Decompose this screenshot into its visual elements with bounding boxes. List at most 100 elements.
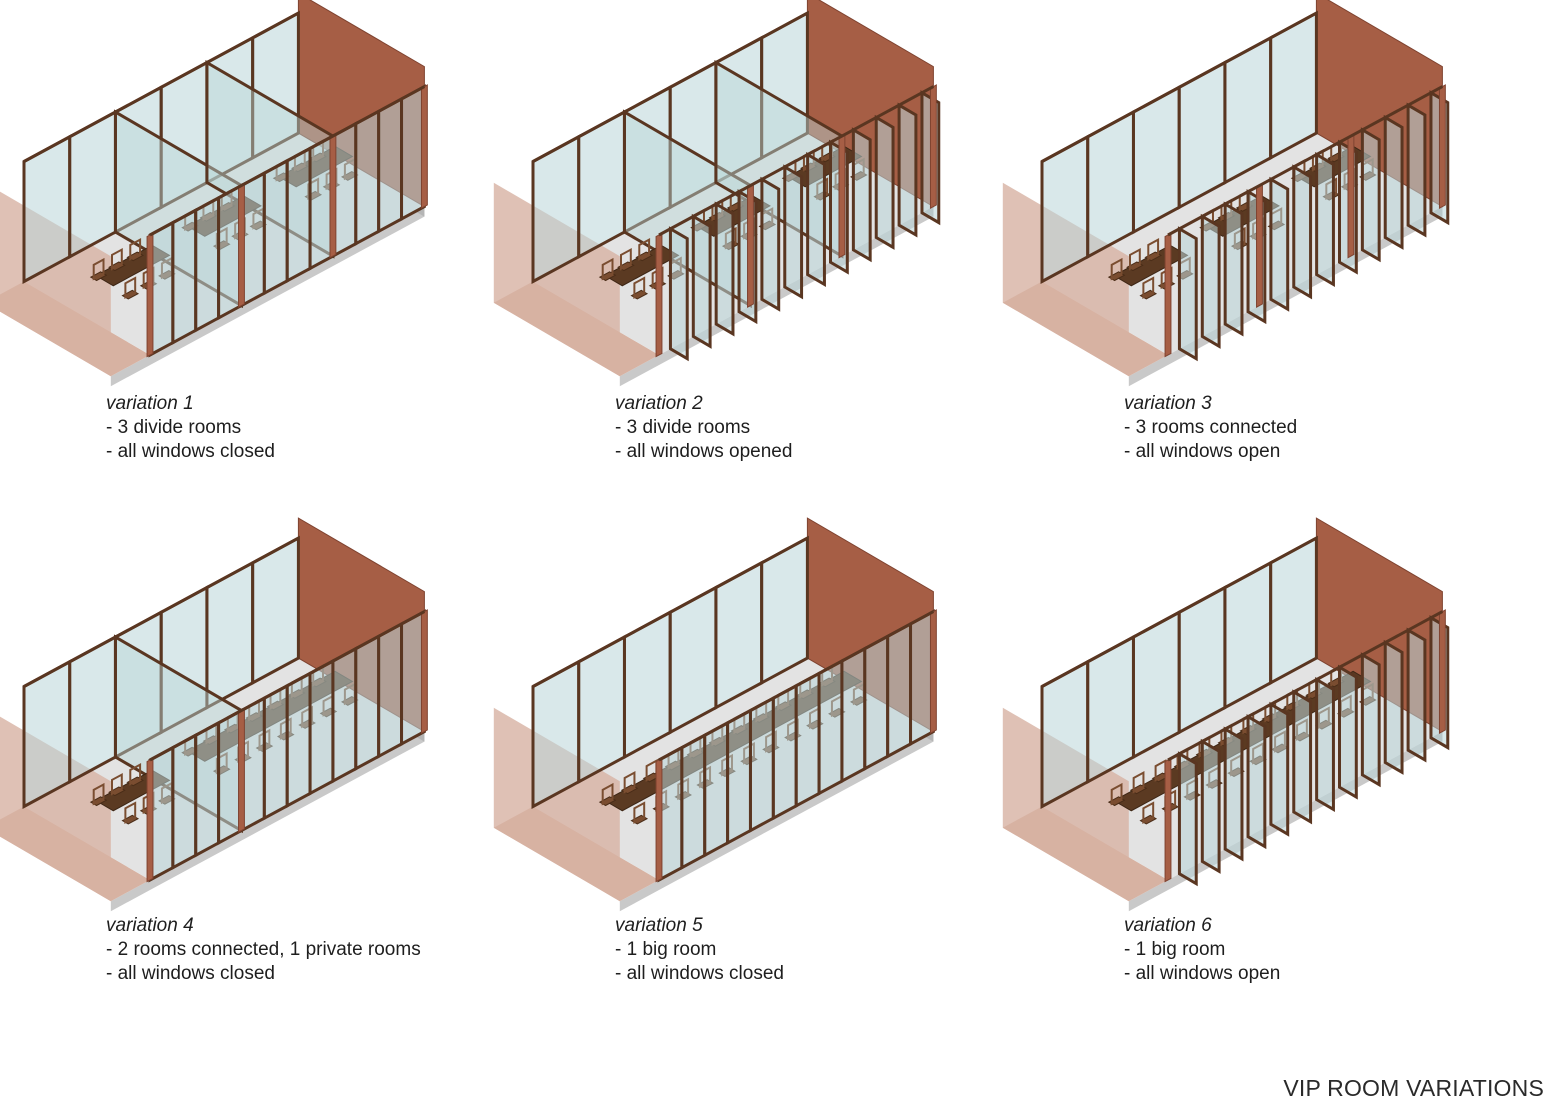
chair-back [1142, 801, 1155, 824]
glass-panel [1200, 213, 1221, 349]
glass-panel [1177, 226, 1198, 362]
back-head-beam [1041, 536, 1318, 688]
glass-panel [171, 732, 198, 871]
variation-title: variation 5 [615, 915, 703, 936]
variation-title: variation 1 [106, 393, 194, 414]
glass-panel [863, 633, 890, 772]
variation-note: - all windows opened [615, 441, 793, 462]
front-head-beam [658, 610, 935, 762]
variation-4-diagram [0, 517, 480, 935]
variation-note: - 3 rooms connected [1124, 417, 1298, 438]
brick-pier [146, 757, 154, 883]
variation-4-caption: variation 4 - 2 rooms connected, 1 priva… [106, 914, 421, 986]
terrace-wall [1002, 707, 1129, 902]
brick-pier [655, 232, 663, 358]
variation-note: - all windows closed [106, 441, 275, 462]
isometric-room-drawing [493, 517, 937, 912]
glass-panel [285, 670, 312, 809]
glass-panel [1383, 639, 1404, 775]
chair-back [1132, 770, 1145, 794]
terrace-wall [493, 707, 620, 902]
chair-back [633, 801, 646, 824]
glass-panel [783, 164, 804, 300]
chair-back [110, 247, 123, 271]
glass-panel [794, 670, 821, 809]
variation-note: - 2 rooms connected, 1 private rooms [106, 939, 421, 960]
glass-panel [1223, 201, 1244, 337]
variation-title: variation 4 [106, 915, 194, 936]
front-head-beam [1167, 610, 1444, 762]
back-head-beam [532, 536, 809, 688]
glass-panel [194, 195, 221, 333]
brick-pier [238, 708, 245, 833]
variation-note: - all windows closed [106, 963, 275, 984]
isometric-room-drawing [1002, 0, 1450, 387]
variation-note: - 3 divide rooms [615, 417, 751, 438]
glass-panel [1269, 176, 1290, 312]
glass-panel [308, 658, 335, 796]
glass-panel [194, 720, 221, 858]
glass-panel [703, 720, 730, 858]
isometric-room-drawing [493, 0, 941, 387]
chair-back [124, 801, 137, 824]
glass-panel [1360, 127, 1381, 263]
terrace-wall [1002, 182, 1129, 377]
glass-panel [377, 96, 404, 234]
glass-panel [1177, 751, 1198, 887]
variation-6-diagram [1002, 517, 1498, 935]
brick-pier [1347, 133, 1355, 259]
glass-panel [726, 708, 752, 846]
glass-panel [874, 114, 895, 250]
floor-slab-edge [619, 731, 934, 912]
brick-pier [420, 609, 428, 735]
glass-panel [897, 102, 918, 238]
glass-panel [748, 695, 775, 834]
chair-back [1128, 247, 1141, 271]
brick-pier [655, 757, 663, 883]
variation-note: - all windows closed [615, 963, 784, 984]
glass-panel [354, 633, 381, 772]
isometric-room-drawing [0, 517, 428, 912]
brick-pier [1438, 84, 1446, 210]
front-head-beam [1167, 85, 1444, 237]
glass-panel [1315, 677, 1335, 813]
glass-panel [1338, 664, 1358, 800]
brick-pier [1164, 757, 1172, 883]
glass-panel [714, 201, 735, 337]
glass-panel [851, 127, 872, 263]
variation-note: - 3 divide rooms [106, 417, 242, 438]
glass-panel [262, 158, 289, 296]
glass-panel [691, 213, 712, 349]
glass-panel [1360, 652, 1381, 788]
glass-panel [760, 176, 781, 312]
front-head-beam [658, 85, 935, 237]
variation-title: variation 6 [1124, 915, 1212, 936]
variation-note: - all windows open [1124, 963, 1281, 984]
brick-pier [838, 133, 846, 259]
chair-back [124, 276, 137, 299]
glass-panel [1223, 726, 1244, 862]
glass-panel [1315, 152, 1335, 288]
variation-note: - all windows open [1124, 441, 1281, 462]
back-head-beam [532, 11, 809, 163]
variation-2-diagram [493, 0, 989, 410]
floor-slab-edge [110, 731, 425, 912]
chair-back [638, 238, 651, 261]
glass-panel [1269, 10, 1318, 161]
chair-back [1142, 276, 1155, 299]
glass-panel [262, 683, 289, 821]
chair-back [623, 770, 636, 794]
glass-panel [285, 145, 312, 284]
chair-back [633, 276, 646, 299]
chair-back [601, 257, 614, 281]
variation-2-caption: variation 2 - 3 divide rooms - all windo… [615, 392, 792, 464]
glass-panel [1269, 535, 1318, 686]
chair-back [92, 257, 105, 281]
chair-back [129, 238, 142, 261]
brick-pier [929, 609, 937, 735]
page-title: VIP ROOM VARIATIONS [1283, 1075, 1544, 1101]
back-head-beam [23, 536, 300, 688]
front-head-beam [149, 610, 426, 762]
brick-pier [1256, 183, 1263, 308]
terrace-wall [493, 182, 620, 377]
